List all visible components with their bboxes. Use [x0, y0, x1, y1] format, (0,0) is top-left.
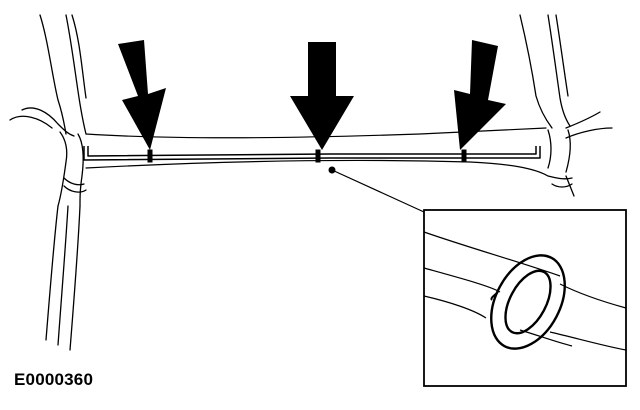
right-pillar: [519, 14, 613, 197]
pointer-arrows: [118, 40, 506, 150]
detail-rod-lines: [423, 231, 627, 351]
seat-back-edge: [85, 127, 549, 177]
figure-id-label: E0000360: [14, 370, 94, 389]
clip-mark-center: [315, 149, 321, 163]
detail-frame: [423, 209, 627, 387]
detail-inset: [423, 209, 627, 387]
left-pillar: [9, 14, 87, 351]
arrow-left: [118, 40, 166, 150]
retaining-rod: [83, 146, 541, 161]
clip-ring-outer: [490, 254, 566, 350]
arrow-center: [290, 42, 354, 150]
clip-mark-right: [461, 149, 467, 163]
clip-mark-left: [147, 149, 153, 163]
arrow-right: [454, 40, 506, 150]
clip-ring-inner: [504, 269, 552, 335]
detail-leader-line: [331, 169, 425, 213]
clip-ring: [490, 254, 566, 350]
